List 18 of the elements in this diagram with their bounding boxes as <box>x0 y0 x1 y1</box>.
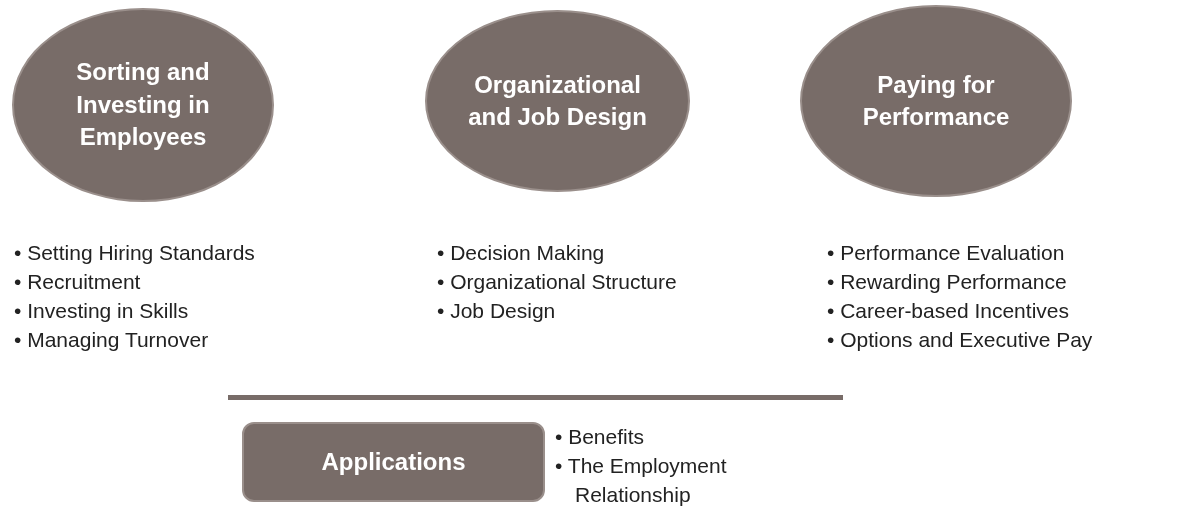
topic-title: Paying for Performance <box>861 69 1011 132</box>
bullet-item: • Career-based Incentives <box>827 298 1069 324</box>
bullet-item: • Organizational Structure <box>437 269 677 295</box>
topic-title: Applications <box>321 446 466 477</box>
topic-title: Organizational and Job Design <box>467 69 648 132</box>
bullet-item: • Decision Making <box>437 240 605 266</box>
topic-title: Sorting and Investing in Employees <box>75 57 211 153</box>
topic-box <box>242 422 545 502</box>
bullet-item: • Benefits <box>555 424 646 450</box>
bullet-item: • The Employment Relationship <box>555 453 728 508</box>
bullet-item: • Options and Executive Pay <box>827 327 1093 353</box>
bullet-item: • Performance Evaluation <box>827 240 1065 266</box>
bullet-item: • Rewarding Performance <box>827 269 1067 295</box>
bullet-item: • Recruitment <box>14 269 142 295</box>
bullet-item: • Job Design <box>437 298 556 324</box>
bullet-item: • Managing Turnover <box>14 327 209 353</box>
bullet-item: • Investing in Skills <box>14 298 189 324</box>
bullet-item: • Setting Hiring Standards <box>14 240 255 266</box>
